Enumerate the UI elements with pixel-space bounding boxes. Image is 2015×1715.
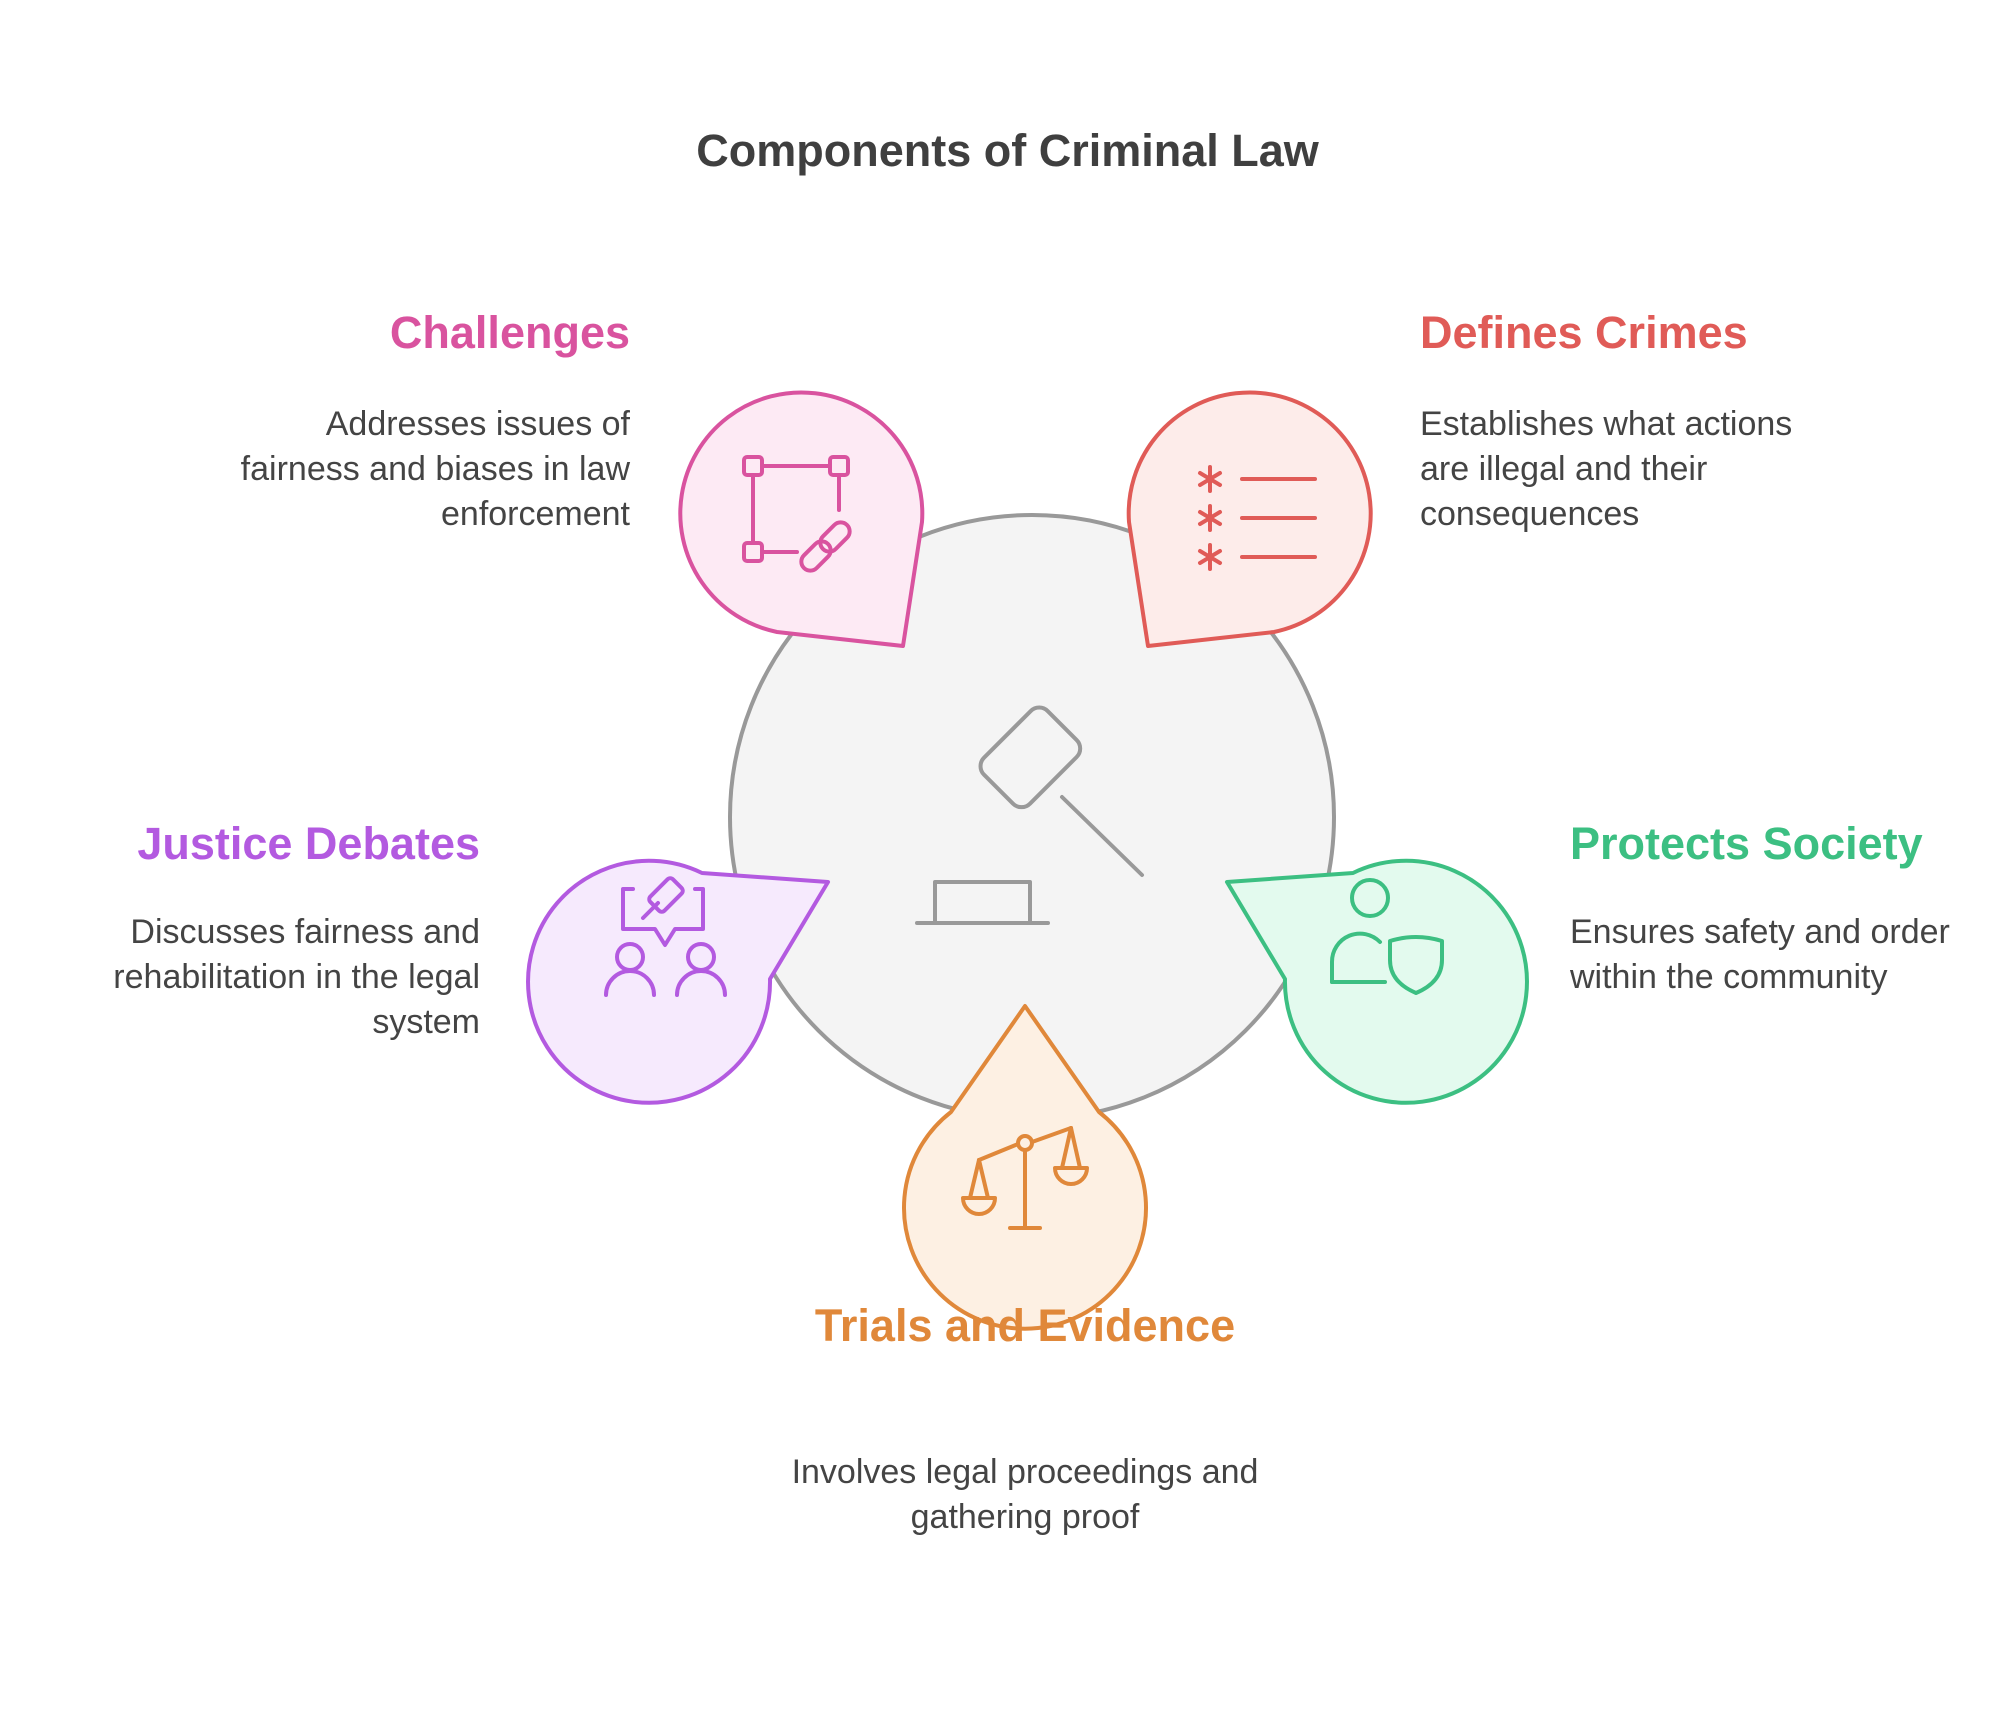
- justice-debates-description: Discusses fairness and rehabilitation in…: [113, 913, 480, 1041]
- asterisk-list-icon: [1198, 465, 1317, 571]
- defines-crimes-heading: Defines Crimes: [1420, 307, 1748, 358]
- justice-debates-marker: [526, 858, 830, 1105]
- justice-debates-heading: Justice Debates: [137, 818, 480, 869]
- defines-crimes-description: Establishes what actions are illegal and…: [1420, 405, 1793, 533]
- scales-icon: [961, 1126, 1089, 1230]
- challenges-description: Addresses issues of fairness and biases …: [240, 405, 630, 533]
- diagram-title: Components of Criminal Law: [696, 125, 1319, 176]
- user-shield-icon: [1329, 878, 1444, 995]
- gavel-icon: [915, 705, 1144, 925]
- debate-gavel-icon: [604, 876, 727, 997]
- challenges-heading: Challenges: [389, 307, 630, 358]
- challenges-marker: [678, 390, 925, 648]
- trials-evidence-description: Involves legal proceedings and gathering…: [791, 1453, 1259, 1536]
- trials-evidence-heading: Trials and Evidence: [814, 1300, 1236, 1351]
- protects-society-heading: Protects Society: [1570, 818, 1923, 869]
- bounding-box-link-icon: [742, 455, 852, 573]
- protects-society-description: Ensures safety and order within the comm…: [1570, 913, 1950, 996]
